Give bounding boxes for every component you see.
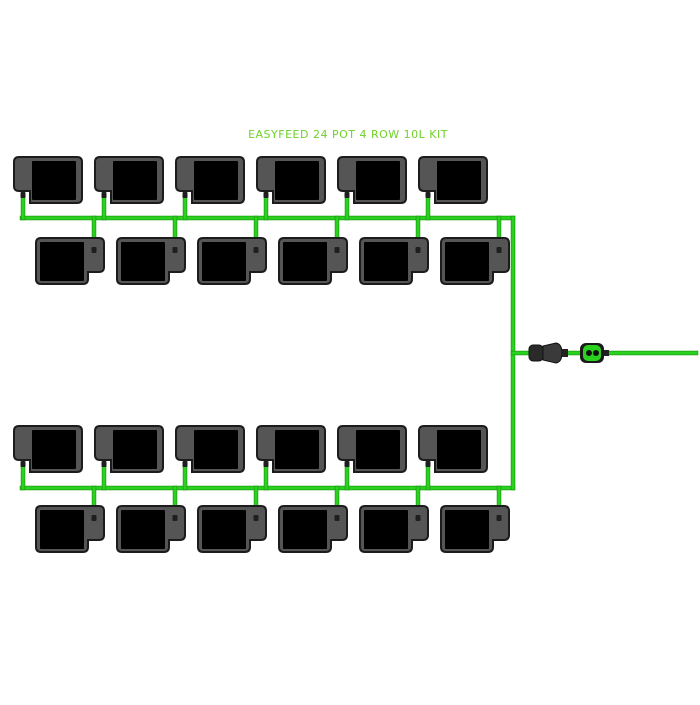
pot-well <box>113 430 157 469</box>
dripper-fitting <box>415 247 421 253</box>
dripper-fitting <box>496 247 502 253</box>
pot-well <box>121 510 165 549</box>
pot-well <box>283 242 327 281</box>
dripper-fitting <box>172 515 178 521</box>
dripper-fitting <box>425 461 431 467</box>
flow-valve-icon <box>580 343 609 363</box>
diagram-title: EASYFEED 24 POT 4 ROW 10L KIT <box>248 128 448 141</box>
pot-icon <box>35 237 105 285</box>
pot-icon <box>116 237 186 285</box>
pot-icon <box>35 505 105 553</box>
pot-well <box>194 430 238 469</box>
pot-well <box>364 242 408 281</box>
dripper-fitting <box>91 247 97 253</box>
pot-well <box>40 510 84 549</box>
dripper-fitting <box>496 515 502 521</box>
dripper-fitting <box>415 515 421 521</box>
pot-icon <box>197 505 267 553</box>
pot-well <box>437 430 481 469</box>
pot-icon <box>175 425 245 473</box>
dripper-fitting <box>182 192 188 198</box>
fitting-layer <box>20 192 609 521</box>
pot-well <box>364 510 408 549</box>
dripper-fitting <box>101 461 107 467</box>
dripper-fitting <box>172 247 178 253</box>
pot-icon <box>94 156 164 204</box>
pot-well <box>32 161 76 200</box>
pot-icon <box>278 237 348 285</box>
pot-icon <box>13 156 83 204</box>
pot-well <box>32 430 76 469</box>
pot-icon <box>256 425 326 473</box>
pot-well <box>121 242 165 281</box>
pot-well <box>437 161 481 200</box>
pot-well <box>202 242 246 281</box>
pot-well <box>445 242 489 281</box>
pot-icon <box>440 237 510 285</box>
dripper-fitting <box>101 192 107 198</box>
pot-icon <box>359 237 429 285</box>
dripper-fitting <box>91 515 97 521</box>
dripper-fitting <box>344 192 350 198</box>
pot-icon <box>337 425 407 473</box>
pot-icon <box>359 505 429 553</box>
dripper-fitting <box>425 192 431 198</box>
pot-icon <box>418 425 488 473</box>
pot-icon <box>337 156 407 204</box>
pot-well <box>275 430 319 469</box>
dripper-fitting <box>20 461 26 467</box>
pot-icon <box>278 505 348 553</box>
pot-icon <box>440 505 510 553</box>
pot-well <box>40 242 84 281</box>
pot-icon <box>175 156 245 204</box>
pot-well <box>202 510 246 549</box>
dripper-fitting <box>253 515 259 521</box>
dripper-fitting <box>344 461 350 467</box>
dripper-fitting <box>334 247 340 253</box>
pot-well <box>113 161 157 200</box>
pot-well <box>445 510 489 549</box>
pot-icon <box>418 156 488 204</box>
dripper-fitting <box>263 461 269 467</box>
pot-icon <box>256 156 326 204</box>
dripper-fitting <box>182 461 188 467</box>
pot-well <box>194 161 238 200</box>
pot-icon <box>116 505 186 553</box>
pot-layer <box>13 156 510 553</box>
dripper-fitting <box>263 192 269 198</box>
dripper-fitting <box>20 192 26 198</box>
pot-icon <box>197 237 267 285</box>
pot-well <box>356 430 400 469</box>
tap-connector-icon <box>528 342 568 364</box>
pot-icon <box>94 425 164 473</box>
pot-icon <box>13 425 83 473</box>
pot-well <box>356 161 400 200</box>
pot-well <box>275 161 319 200</box>
dripper-fitting <box>253 247 259 253</box>
dripper-fitting <box>334 515 340 521</box>
pot-well <box>283 510 327 549</box>
